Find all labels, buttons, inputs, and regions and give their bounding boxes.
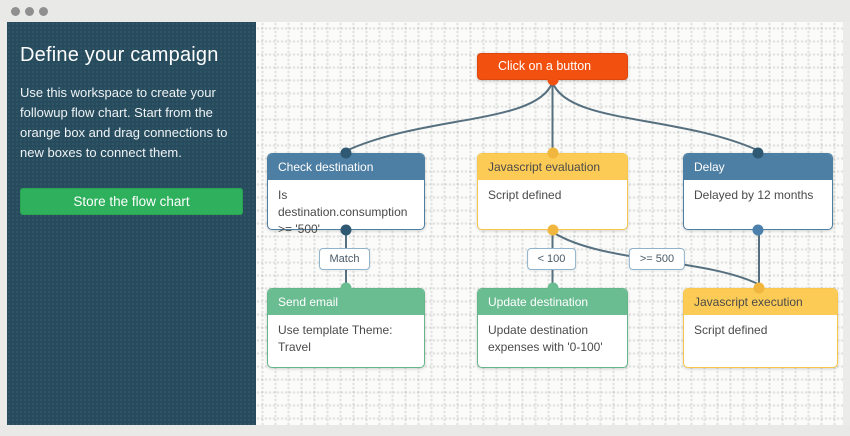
port-start-out[interactable] — [547, 74, 558, 86]
window-bottom-edge — [0, 425, 850, 436]
connector-start-to-delay — [551, 81, 758, 151]
node-body: Script defined — [488, 188, 562, 202]
connector-start-to-check — [347, 81, 554, 151]
condition-label-match: Match — [318, 248, 371, 270]
node-javascript-execution[interactable]: Javascript execution Script defined — [683, 288, 838, 368]
flowchart-canvas[interactable]: Click on a button Check destination Is d… — [256, 22, 843, 425]
port-jseval-out[interactable] — [547, 224, 558, 236]
window-titlebar — [0, 0, 850, 22]
store-flow-chart-button[interactable]: Store the flow chart — [20, 187, 243, 215]
node-update-destination[interactable]: Update destination Update destination ex… — [477, 288, 628, 368]
node-body: Is destination.consumption >= '500' — [278, 188, 408, 236]
window-control-dot — [25, 7, 34, 16]
node-body: Script defined — [694, 323, 768, 337]
port-jseval-in[interactable] — [547, 147, 558, 159]
sidebar: Define your campaign Use this workspace … — [7, 22, 256, 425]
sidebar-description: Use this workspace to create your follow… — [20, 85, 228, 161]
node-header: Javascript execution — [684, 289, 837, 315]
node-delay[interactable]: Delay Delayed by 12 months — [683, 153, 833, 230]
port-check-in[interactable] — [340, 147, 352, 159]
node-javascript-evaluation[interactable]: Javascript evaluation Script defined — [477, 153, 628, 230]
port-jsexec-in[interactable] — [753, 282, 765, 294]
condition-label-lt-100: < 100 — [526, 248, 577, 270]
window-control-dot — [39, 7, 48, 16]
node-send-email[interactable]: Send email Use template Theme: Travel — [267, 288, 425, 368]
node-body: Use template Theme: Travel — [278, 323, 393, 354]
port-send-in[interactable] — [340, 282, 352, 294]
window-control-dot — [11, 7, 20, 16]
condition-label-gte-500: >= 500 — [628, 248, 686, 270]
node-title: Click on a button — [498, 59, 592, 73]
node-header: Send email — [268, 289, 424, 315]
port-update-in[interactable] — [547, 282, 558, 294]
port-delay-out[interactable] — [752, 224, 764, 236]
node-body: Delayed by 12 months — [694, 188, 814, 202]
port-delay-in[interactable] — [752, 147, 764, 159]
port-check-out[interactable] — [340, 224, 352, 236]
node-header: Javascript evaluation — [478, 154, 627, 180]
node-check-destination[interactable]: Check destination Is destination.consump… — [267, 153, 425, 236]
page-title: Define your campaign — [20, 44, 219, 66]
node-body: Update destination expenses with '0-100' — [488, 323, 603, 354]
node-header: Check destination — [268, 154, 424, 180]
